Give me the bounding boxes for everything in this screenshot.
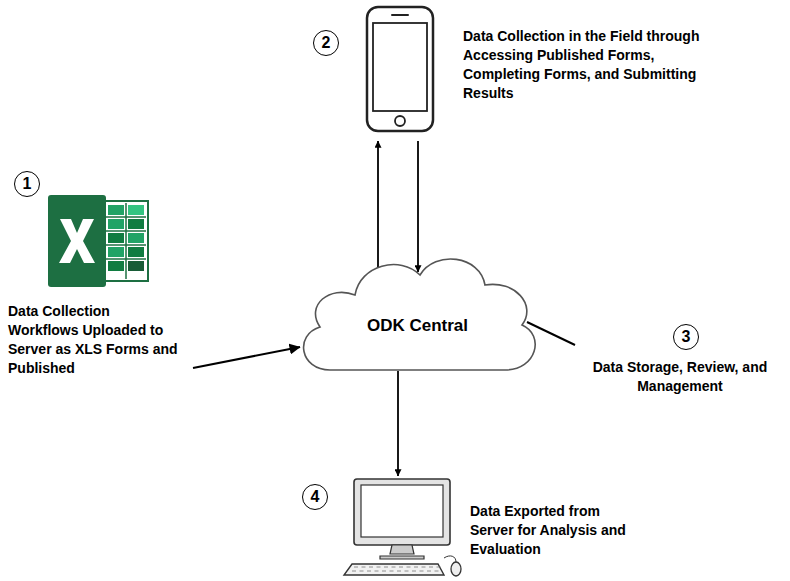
phone-icon [365,5,435,133]
workflow-step: 4Data Exported from Server for Analysis … [340,478,465,578]
workflow-step: 3Data Storage, Review, and Management [575,320,785,405]
caption-box: Data Collection in the Field through Acc… [463,27,723,103]
workflow-step: 2Data Collection in the Field through Ac… [365,5,435,133]
connector-arrow [397,371,399,476]
computer-icon [340,478,465,578]
step-caption: Data Collection Workflows Uploaded to Se… [8,302,180,378]
callout-number: 2 [313,30,339,56]
connector-arrow [377,141,379,269]
callout-number: 3 [673,324,699,350]
node-label: ODK Central [367,316,468,336]
cloud-shape [290,245,545,385]
step-caption: Data Collection in the Field through Acc… [463,27,723,103]
connector-arrow [417,141,419,272]
step-caption: Data Exported from Server for Analysis a… [470,502,645,559]
caption-box: Data Exported from Server for Analysis a… [470,502,645,559]
connector-arrow [193,347,300,368]
caption-box: Data Collection Workflows Uploaded to Se… [8,302,180,378]
caption-box: Data Storage, Review, and Management [575,358,785,396]
step-caption: Data Storage, Review, and Management [575,358,785,396]
excel-icon [48,195,150,287]
workflow-step: 1Data Collection Workflows Uploaded to S… [8,180,193,390]
callout-number: 1 [14,171,40,197]
server-cloud: ODK Central [290,245,545,385]
callout-number: 4 [302,484,328,510]
